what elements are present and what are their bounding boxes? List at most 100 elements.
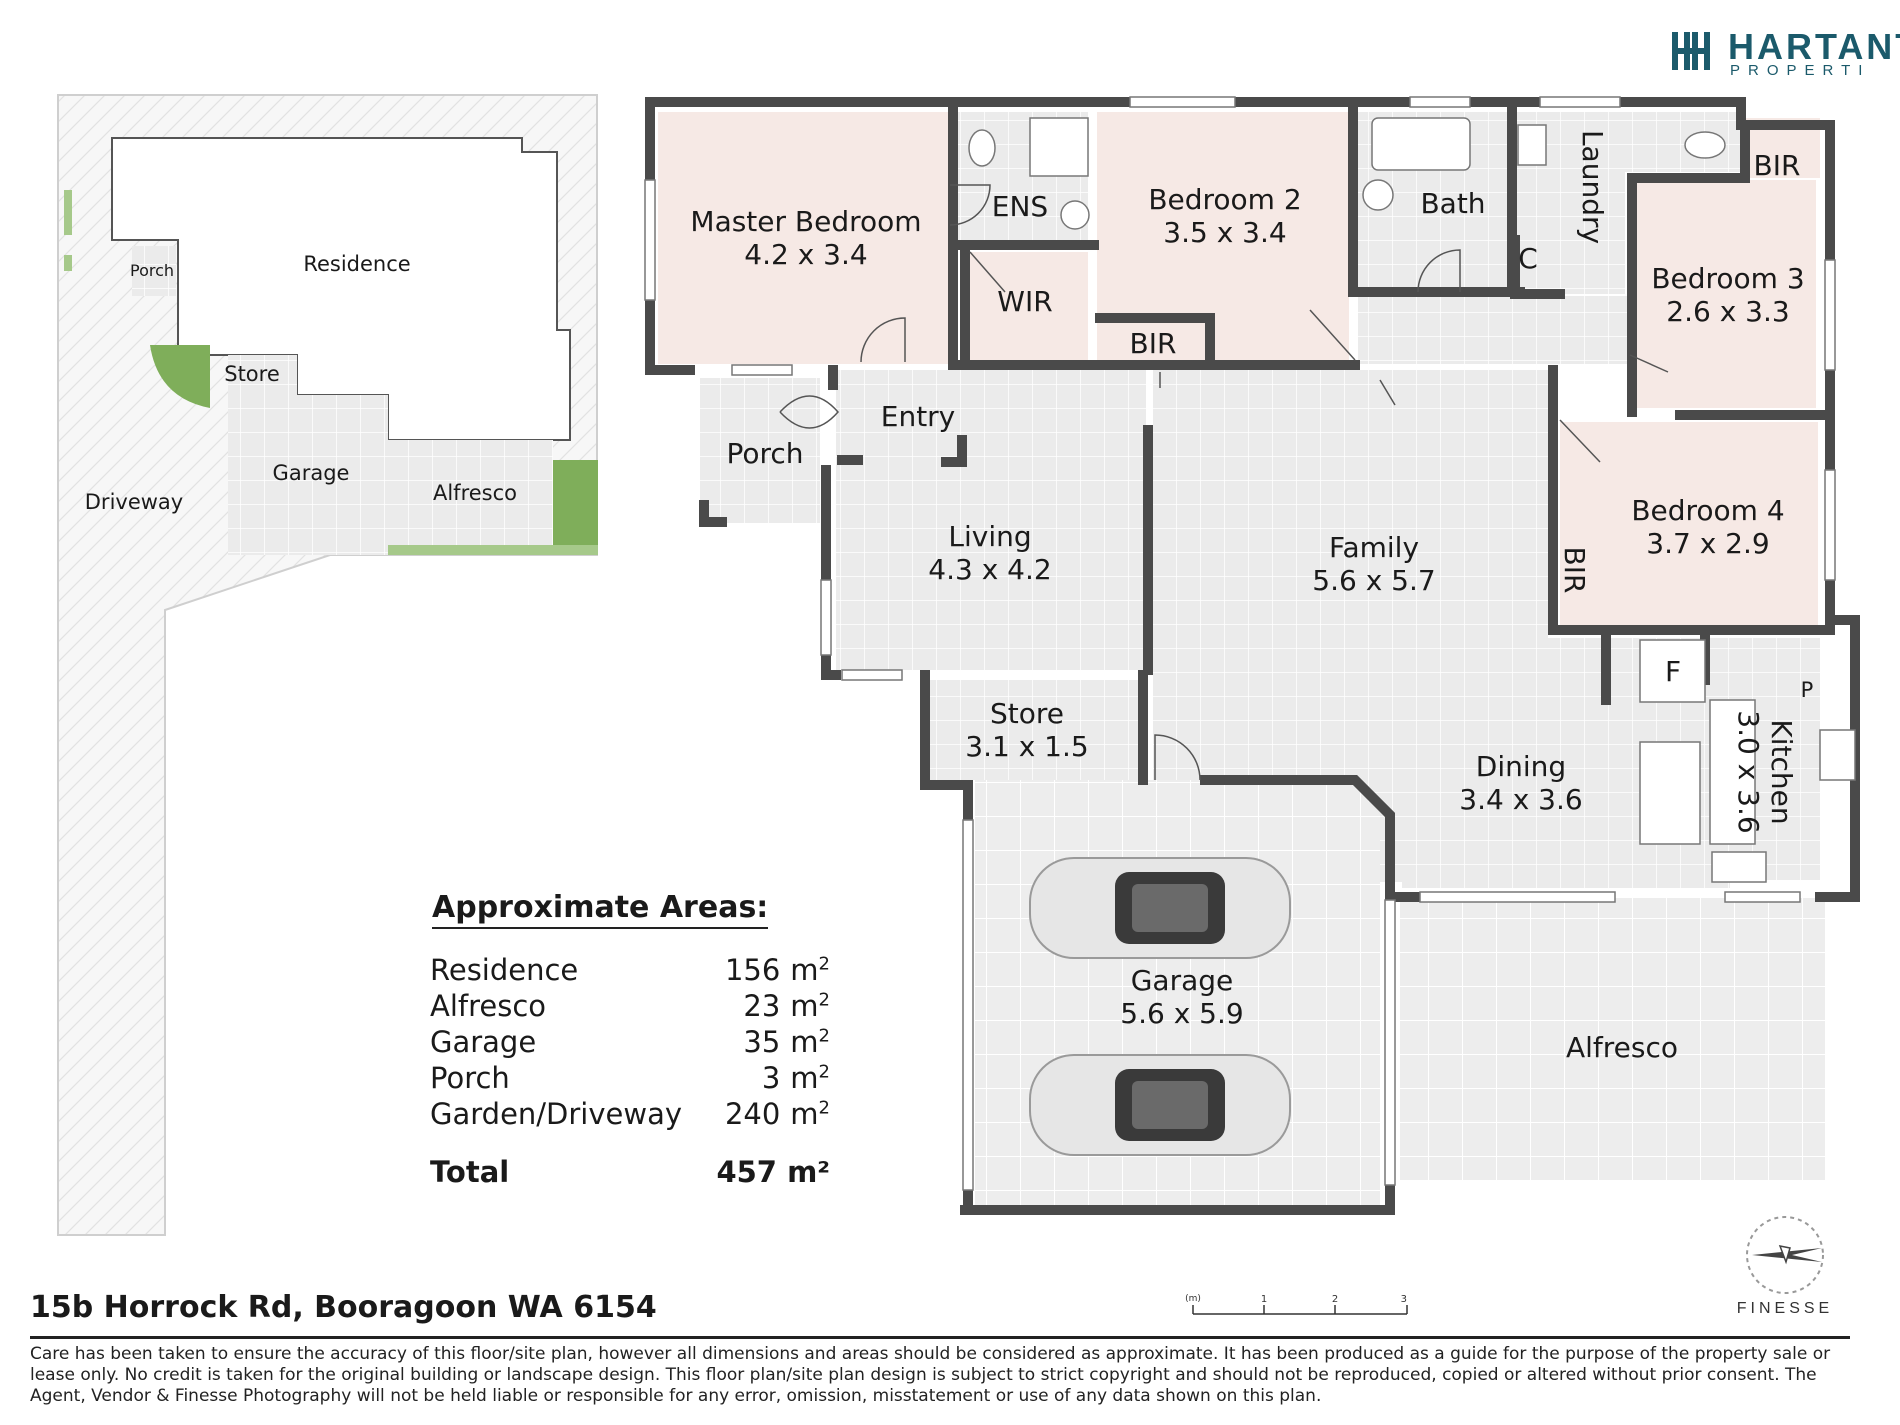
site-garden-strip xyxy=(64,255,72,271)
room-size-bedroom-4: 3.7 x 2.9 xyxy=(1646,527,1769,560)
wall-bir2 xyxy=(1095,313,1215,370)
wall-entry-stub xyxy=(837,435,967,467)
toilet xyxy=(1684,131,1726,159)
site-porch-area xyxy=(132,246,176,296)
area-number: 23 xyxy=(743,989,781,1023)
site-garden-bed xyxy=(150,345,210,408)
window xyxy=(1724,891,1801,903)
site-plan: Residence Porch Store Garage Alfresco Dr… xyxy=(57,94,598,1236)
floor-bedroom-4 xyxy=(1560,422,1818,627)
area-name: Residence xyxy=(430,953,579,987)
wall-living-west xyxy=(821,465,841,680)
room-name-bedroom-4: Bedroom 4 xyxy=(1631,494,1784,527)
kitchen-bench xyxy=(1639,741,1701,845)
room-size-bedroom-2: 3.5 x 3.4 xyxy=(1163,216,1286,249)
window xyxy=(841,669,903,681)
room-name-wir: WIR xyxy=(997,285,1052,318)
room-name-master-bedroom: Master Bedroom xyxy=(690,205,921,238)
room-size-garage: 5.6 x 5.9 xyxy=(1120,997,1243,1030)
door-bedroom3 xyxy=(1629,354,1669,373)
doors xyxy=(779,184,1669,781)
area-value: 23 m2 xyxy=(743,989,830,1023)
room-name-bedroom-2: Bedroom 2 xyxy=(1148,183,1301,216)
door-bedroom2 xyxy=(1309,309,1356,361)
site-label-alfresco: Alfresco xyxy=(433,481,517,505)
walls xyxy=(645,97,1860,1215)
area-number: 35 xyxy=(743,1025,781,1059)
room-name-bath: Bath xyxy=(1420,187,1485,220)
area-name: Porch xyxy=(430,1061,510,1095)
room-name-cupboard: C xyxy=(1518,242,1538,275)
car-top xyxy=(1029,857,1291,959)
areas-total-row: Total 457 m² xyxy=(430,1155,830,1195)
room-labels: Master Bedroom 4.2 x 3.4 ENS WIR Bedroom… xyxy=(690,130,1813,1064)
site-garage-area xyxy=(228,355,388,555)
door-master xyxy=(860,317,906,363)
wall-porch-corner xyxy=(699,500,727,527)
room-size-bedroom-3: 2.6 x 3.3 xyxy=(1666,295,1789,328)
window xyxy=(644,179,656,301)
site-label-driveway: Driveway xyxy=(85,490,183,514)
scale-tick-label: 2 xyxy=(1332,1294,1338,1305)
brand-name: HARTANT xyxy=(1728,28,1900,67)
window xyxy=(1409,96,1471,108)
room-name-ens: ENS xyxy=(992,190,1048,223)
brand-tagline: PROPERTI xyxy=(1730,62,1871,78)
area-unit-power: 2 xyxy=(818,1097,830,1119)
site-label-porch: Porch xyxy=(130,261,174,280)
door-entry xyxy=(779,395,839,429)
site-label-store: Store xyxy=(224,362,280,386)
room-name-garage: Garage xyxy=(1131,964,1234,997)
room-name-porch: Porch xyxy=(726,437,803,470)
room-name-living: Living xyxy=(948,520,1031,553)
window xyxy=(1824,259,1836,371)
room-name-family: Family xyxy=(1329,531,1419,564)
room-name-alfresco: Alfresco xyxy=(1566,1031,1678,1064)
windows xyxy=(644,96,1836,1191)
window xyxy=(1824,469,1836,581)
areas-total-value: 457 m² xyxy=(716,1155,830,1189)
wall-bedroom3-top xyxy=(1627,120,1750,183)
window xyxy=(820,579,832,656)
area-unit: m xyxy=(790,989,819,1023)
door-wir xyxy=(969,251,1006,293)
room-name-bir-bedroom-4: BIR xyxy=(1558,547,1591,594)
room-name-kitchen: Kitchen xyxy=(1765,719,1798,824)
area-unit-power: 2 xyxy=(818,989,830,1011)
room-size-master-bedroom: 4.2 x 3.4 xyxy=(744,238,867,271)
wall-exterior-bedrooms xyxy=(645,97,1860,902)
fridge-space xyxy=(1639,639,1706,703)
room-name-pantry: P xyxy=(1801,678,1814,702)
room-name-entry: Entry xyxy=(881,400,956,433)
door-ens xyxy=(949,184,991,226)
door-family xyxy=(1379,379,1396,406)
area-unit: m xyxy=(790,1097,819,1131)
footer-divider xyxy=(30,1336,1850,1339)
floor-master-bedroom xyxy=(658,112,950,364)
shower xyxy=(1029,117,1089,177)
basin xyxy=(1060,200,1090,230)
scale-tick-label: 1 xyxy=(1261,1294,1267,1305)
room-name-bir-bedroom-2: BIR xyxy=(1130,327,1177,360)
door-store xyxy=(1154,734,1201,781)
room-name-laundry: Laundry xyxy=(1576,130,1609,244)
site-garden-strip xyxy=(388,545,598,555)
site-alfresco-area xyxy=(388,440,553,545)
room-name-dining: Dining xyxy=(1476,750,1566,783)
floor-wir xyxy=(968,252,1088,360)
floor-hall xyxy=(1358,296,1628,364)
room-name-bedroom-3: Bedroom 3 xyxy=(1651,262,1804,295)
area-number: 240 xyxy=(724,1097,781,1131)
room-size-kitchen: 3.0 x 3.6 xyxy=(1732,710,1765,833)
window xyxy=(962,819,974,1191)
room-size-family: 5.6 x 5.7 xyxy=(1312,564,1435,597)
brand-logo: HARTANT PROPERTI xyxy=(1670,28,1900,78)
area-unit-power: 2 xyxy=(818,1061,830,1083)
